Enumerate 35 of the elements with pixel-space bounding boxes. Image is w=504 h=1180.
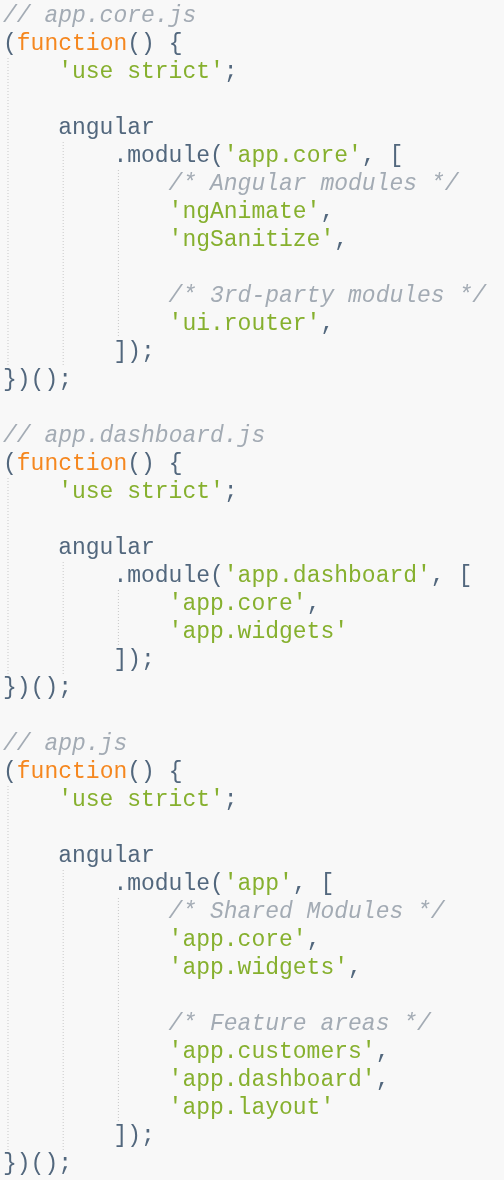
code-line: 'app.widgets' <box>168 618 349 646</box>
code-line: angular <box>58 114 155 142</box>
code-line: 'app.customers', <box>168 1038 390 1066</box>
code-line: 'app.widgets', <box>168 954 362 982</box>
code-line: 'app.core', <box>168 590 321 618</box>
code-line: })(); <box>3 366 72 394</box>
code-line: 'app.layout' <box>168 1094 335 1122</box>
code-line: 'app.dashboard', <box>168 1066 390 1094</box>
code-line: ]); <box>113 338 155 366</box>
code-line: // app.core.js <box>3 2 197 30</box>
code-line: 'ngSanitize', <box>168 226 349 254</box>
code-line: // app.dashboard.js <box>3 422 266 450</box>
code-line: .module('app.core', [ <box>113 142 404 170</box>
code-line: })(); <box>3 1150 72 1178</box>
code-line: ]); <box>113 1122 155 1150</box>
code-line: 'app.core', <box>168 926 321 954</box>
code-line: .module('app.dashboard', [ <box>113 562 473 590</box>
code-line: 'ngAnimate', <box>168 198 335 226</box>
code-line: 'use strict'; <box>58 478 238 506</box>
code-line: // app.js <box>3 730 128 758</box>
code-line: 'use strict'; <box>58 786 238 814</box>
code-line: })(); <box>3 674 72 702</box>
code-line: angular <box>58 534 155 562</box>
code-line: /* 3rd-party modules */ <box>168 282 487 310</box>
code-line: 'use strict'; <box>58 58 238 86</box>
code-line: (function() { <box>3 30 183 58</box>
code-line: ]); <box>113 646 155 674</box>
code-line: (function() { <box>3 450 183 478</box>
code-line: (function() { <box>3 758 183 786</box>
code-line: angular <box>58 842 155 870</box>
code-line: /* Angular modules */ <box>168 170 459 198</box>
code-line: /* Shared Modules */ <box>168 898 445 926</box>
code-line: 'ui.router', <box>168 310 335 338</box>
code-line: .module('app', [ <box>113 870 335 898</box>
code-line: /* Feature areas */ <box>168 1010 431 1038</box>
